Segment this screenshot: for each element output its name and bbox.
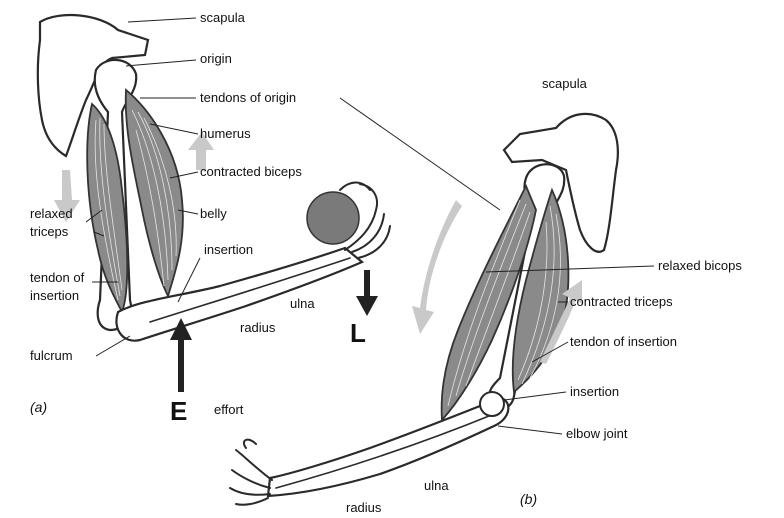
downward-motion-arrow-b: [412, 200, 462, 334]
label-load-L: L: [350, 318, 366, 348]
label-elbow-joint: elbow joint: [566, 426, 628, 441]
label-radius-b: radius: [346, 500, 382, 515]
label-humerus: humerus: [200, 126, 251, 141]
label-ulna-b: ulna: [424, 478, 449, 493]
label-insertion-a: insertion: [204, 242, 253, 257]
label-scapula-a: scapula: [200, 10, 246, 25]
elbow-b: [480, 392, 504, 416]
label-insertion-b: insertion: [570, 384, 619, 399]
biceps-a: [126, 90, 183, 296]
label-effort-E: E: [170, 396, 187, 426]
label-ulna-a: ulna: [290, 296, 315, 311]
label-tendon-of-insertion-line1: tendon of: [30, 270, 85, 285]
hand-b: [230, 440, 272, 505]
label-effort: effort: [214, 402, 244, 417]
label-relaxed-triceps-line1: relaxed: [30, 206, 73, 221]
label-contracted-biceps: contracted biceps: [200, 164, 302, 179]
label-contracted-triceps: contracted triceps: [570, 294, 673, 309]
panel-a-tag: (a): [30, 399, 47, 415]
label-relaxed-biceps: relaxed bicops: [658, 258, 742, 273]
load-arrow: [356, 270, 378, 316]
label-tendon-of-insertion-b: tendon of insertion: [570, 334, 677, 349]
label-origin-a: origin: [200, 51, 232, 66]
label-relaxed-triceps-line2: triceps: [30, 224, 69, 239]
label-radius-a: radius: [240, 320, 276, 335]
label-fulcrum: fulcrum: [30, 348, 73, 363]
panel-b-tag: (b): [520, 491, 537, 507]
label-tendon-of-insertion-line2: insertion: [30, 288, 79, 303]
forearm-b: [268, 398, 508, 496]
label-tendons-of-origin: tendons of origin: [200, 90, 296, 105]
load-ball: [307, 192, 359, 244]
label-belly: belly: [200, 206, 227, 221]
label-scapula-b: scapula: [542, 76, 588, 91]
panel-a-drawing: [38, 15, 390, 392]
